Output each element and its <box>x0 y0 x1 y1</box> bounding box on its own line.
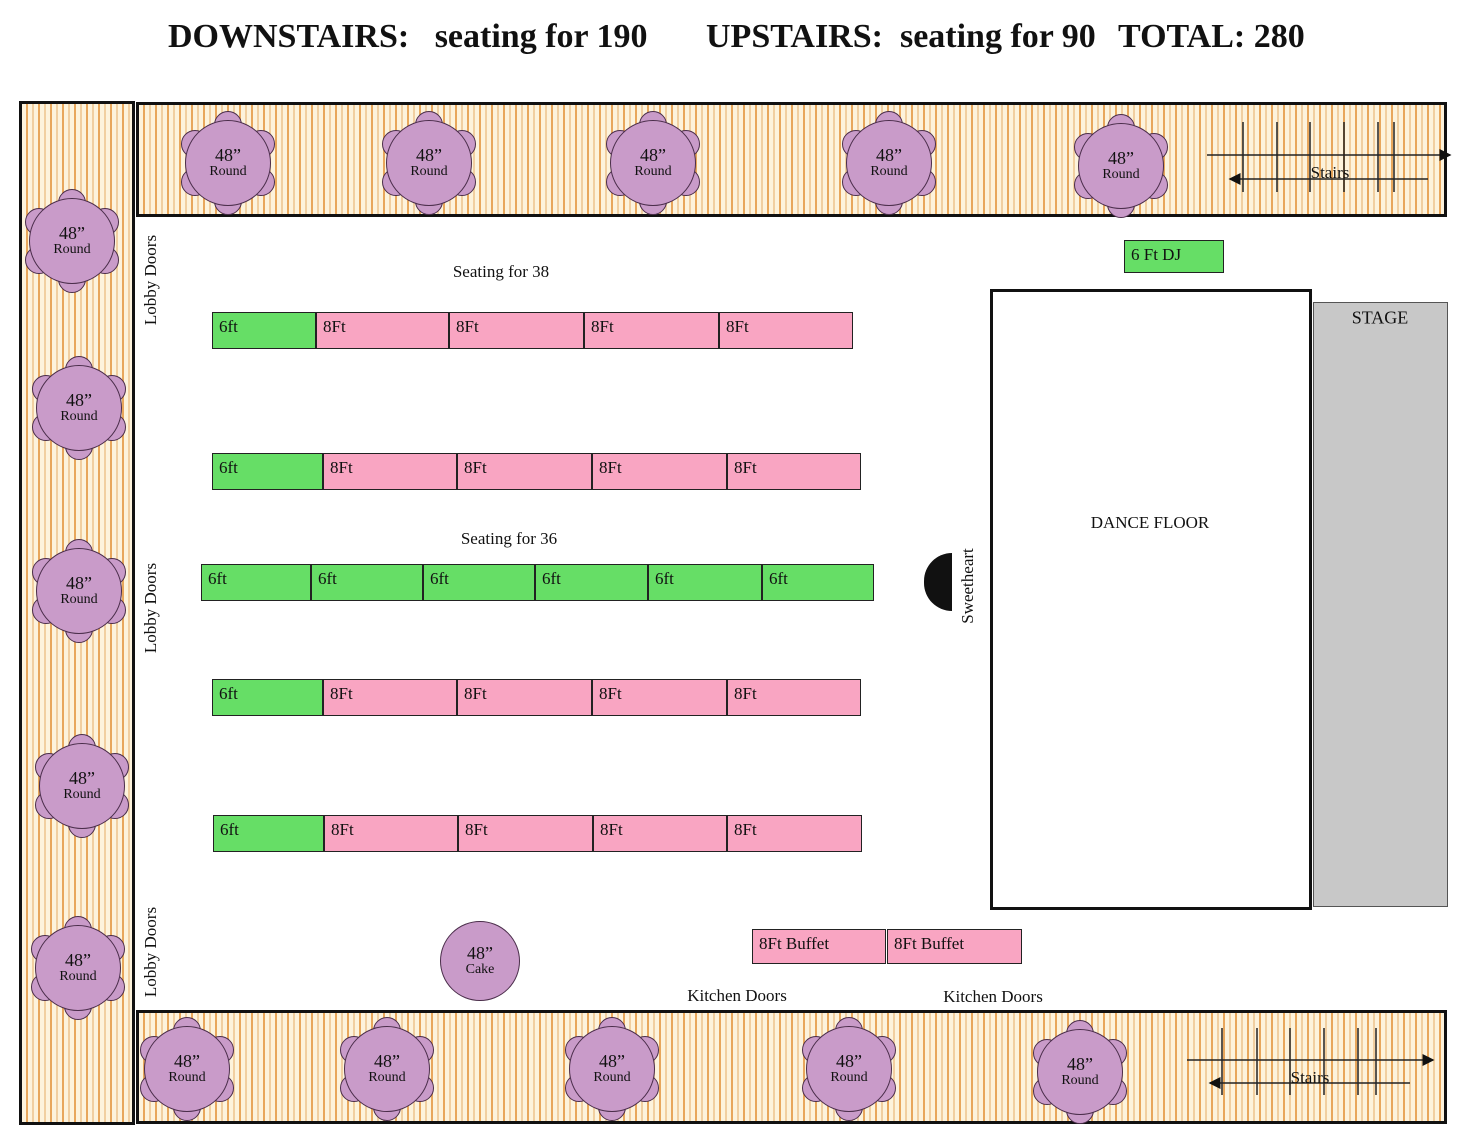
table-type: Round <box>1102 167 1140 183</box>
stairs-top <box>1207 122 1452 192</box>
table-top: 48”Round <box>29 198 115 284</box>
kitchen-doors-label: Kitchen Doors <box>687 986 787 1005</box>
banquet-table: 6ft <box>762 564 874 601</box>
kitchen-doors-label: Kitchen Doors <box>943 987 1043 1006</box>
stairs-label: Stairs <box>1290 1068 1330 1087</box>
table-top: 48”Round <box>846 120 932 206</box>
table-top: 48”Round <box>569 1026 655 1112</box>
banquet-table: 6ft <box>311 564 423 601</box>
cake-table: 48”Cake <box>440 921 520 1001</box>
banquet-table: 8Ft <box>316 312 449 349</box>
table-size: 48” <box>416 145 442 166</box>
banquet-table: 8Ft <box>457 453 592 490</box>
banquet-table: 8Ft <box>458 815 593 852</box>
banquet-table: 6ft <box>423 564 535 601</box>
table-type: Round <box>209 164 247 180</box>
dance-floor <box>990 289 1312 910</box>
banquet-table: 8Ft <box>324 815 458 852</box>
dj-table: 6 Ft DJ <box>1124 240 1224 273</box>
table-type: Round <box>634 164 672 180</box>
table-size: 48” <box>467 943 493 964</box>
table-size: 48” <box>66 390 92 411</box>
table-top: 48”Round <box>1037 1029 1123 1115</box>
table-size: 48” <box>836 1051 862 1072</box>
banquet-table: 8Ft <box>449 312 584 349</box>
table-type: Round <box>60 592 98 608</box>
banquet-table: 8Ft <box>592 679 727 716</box>
table-top: 48”Round <box>36 548 122 634</box>
table-type: Round <box>1061 1073 1099 1089</box>
table-size: 48” <box>599 1051 625 1072</box>
table-size: 48” <box>640 145 666 166</box>
seating-38-label: Seating for 38 <box>452 262 550 281</box>
banquet-table: 8Ft <box>592 453 727 490</box>
table-type: Round <box>410 164 448 180</box>
banquet-table: 6ft <box>212 312 316 349</box>
table-type: Round <box>168 1070 206 1086</box>
table-top: 48”Round <box>36 365 122 451</box>
dance-floor-label: DANCE FLOOR <box>1090 513 1210 532</box>
table-size: 48” <box>215 145 241 166</box>
table-size: 48” <box>174 1051 200 1072</box>
banquet-table: 6ft <box>201 564 311 601</box>
banquet-table: 6ft <box>212 679 323 716</box>
banquet-table: 8Ft <box>727 679 861 716</box>
stairs-bottom <box>1187 1028 1435 1095</box>
banquet-table: 8Ft <box>593 815 727 852</box>
banquet-table: 8Ft <box>584 312 719 349</box>
seating-36-label: Seating for 36 <box>460 529 558 548</box>
table-top: 48”Round <box>185 120 271 206</box>
table-size: 48” <box>69 768 95 789</box>
table-top: 48”Round <box>610 120 696 206</box>
banquet-table: 8Ft <box>719 312 853 349</box>
banquet-table: 6ft <box>535 564 648 601</box>
table-size: 48” <box>1067 1054 1093 1075</box>
banquet-table: 8Ft <box>727 815 862 852</box>
table-type: Round <box>830 1070 868 1086</box>
table-type: Round <box>59 969 97 985</box>
table-top: 48”Round <box>344 1026 430 1112</box>
table-type: Round <box>870 164 908 180</box>
table-top: 48”Round <box>806 1026 892 1112</box>
stage <box>1313 302 1448 907</box>
table-type: Round <box>63 787 101 803</box>
total-heading: TOTAL: 280 <box>1118 18 1305 55</box>
stairs-label: Stairs <box>1310 163 1350 182</box>
table-top: 48”Round <box>39 743 125 829</box>
banquet-table: 8Ft <box>727 453 861 490</box>
banquet-table: 6ft <box>212 453 323 490</box>
table-size: 48” <box>1108 148 1134 169</box>
banquet-table: 8Ft <box>323 453 457 490</box>
banquet-table: 8Ft <box>457 679 592 716</box>
stage-label: STAGE <box>1351 307 1409 328</box>
table-size: 48” <box>876 145 902 166</box>
table-top: 48”Round <box>144 1026 230 1112</box>
banquet-table: 6ft <box>213 815 324 852</box>
table-size: 48” <box>65 950 91 971</box>
table-type: Round <box>368 1070 406 1086</box>
table-type: Round <box>593 1070 631 1086</box>
upstairs-heading: UPSTAIRS: seating for 90 <box>706 18 1096 55</box>
downstairs-heading: DOWNSTAIRS: seating for 190 <box>168 18 648 55</box>
banquet-table: 6ft <box>648 564 762 601</box>
table-size: 48” <box>66 573 92 594</box>
buffet-table: 8Ft Buffet <box>752 929 886 964</box>
table-top: 48”Round <box>386 120 472 206</box>
buffet-table: 8Ft Buffet <box>887 929 1022 964</box>
table-type: Round <box>60 409 98 425</box>
table-type: Round <box>53 242 91 258</box>
table-size: 48” <box>374 1051 400 1072</box>
banquet-table: 8Ft <box>323 679 457 716</box>
table-type: Cake <box>465 962 495 978</box>
table-top: 48”Round <box>1078 123 1164 209</box>
table-size: 48” <box>59 223 85 244</box>
table-top: 48”Round <box>35 925 121 1011</box>
